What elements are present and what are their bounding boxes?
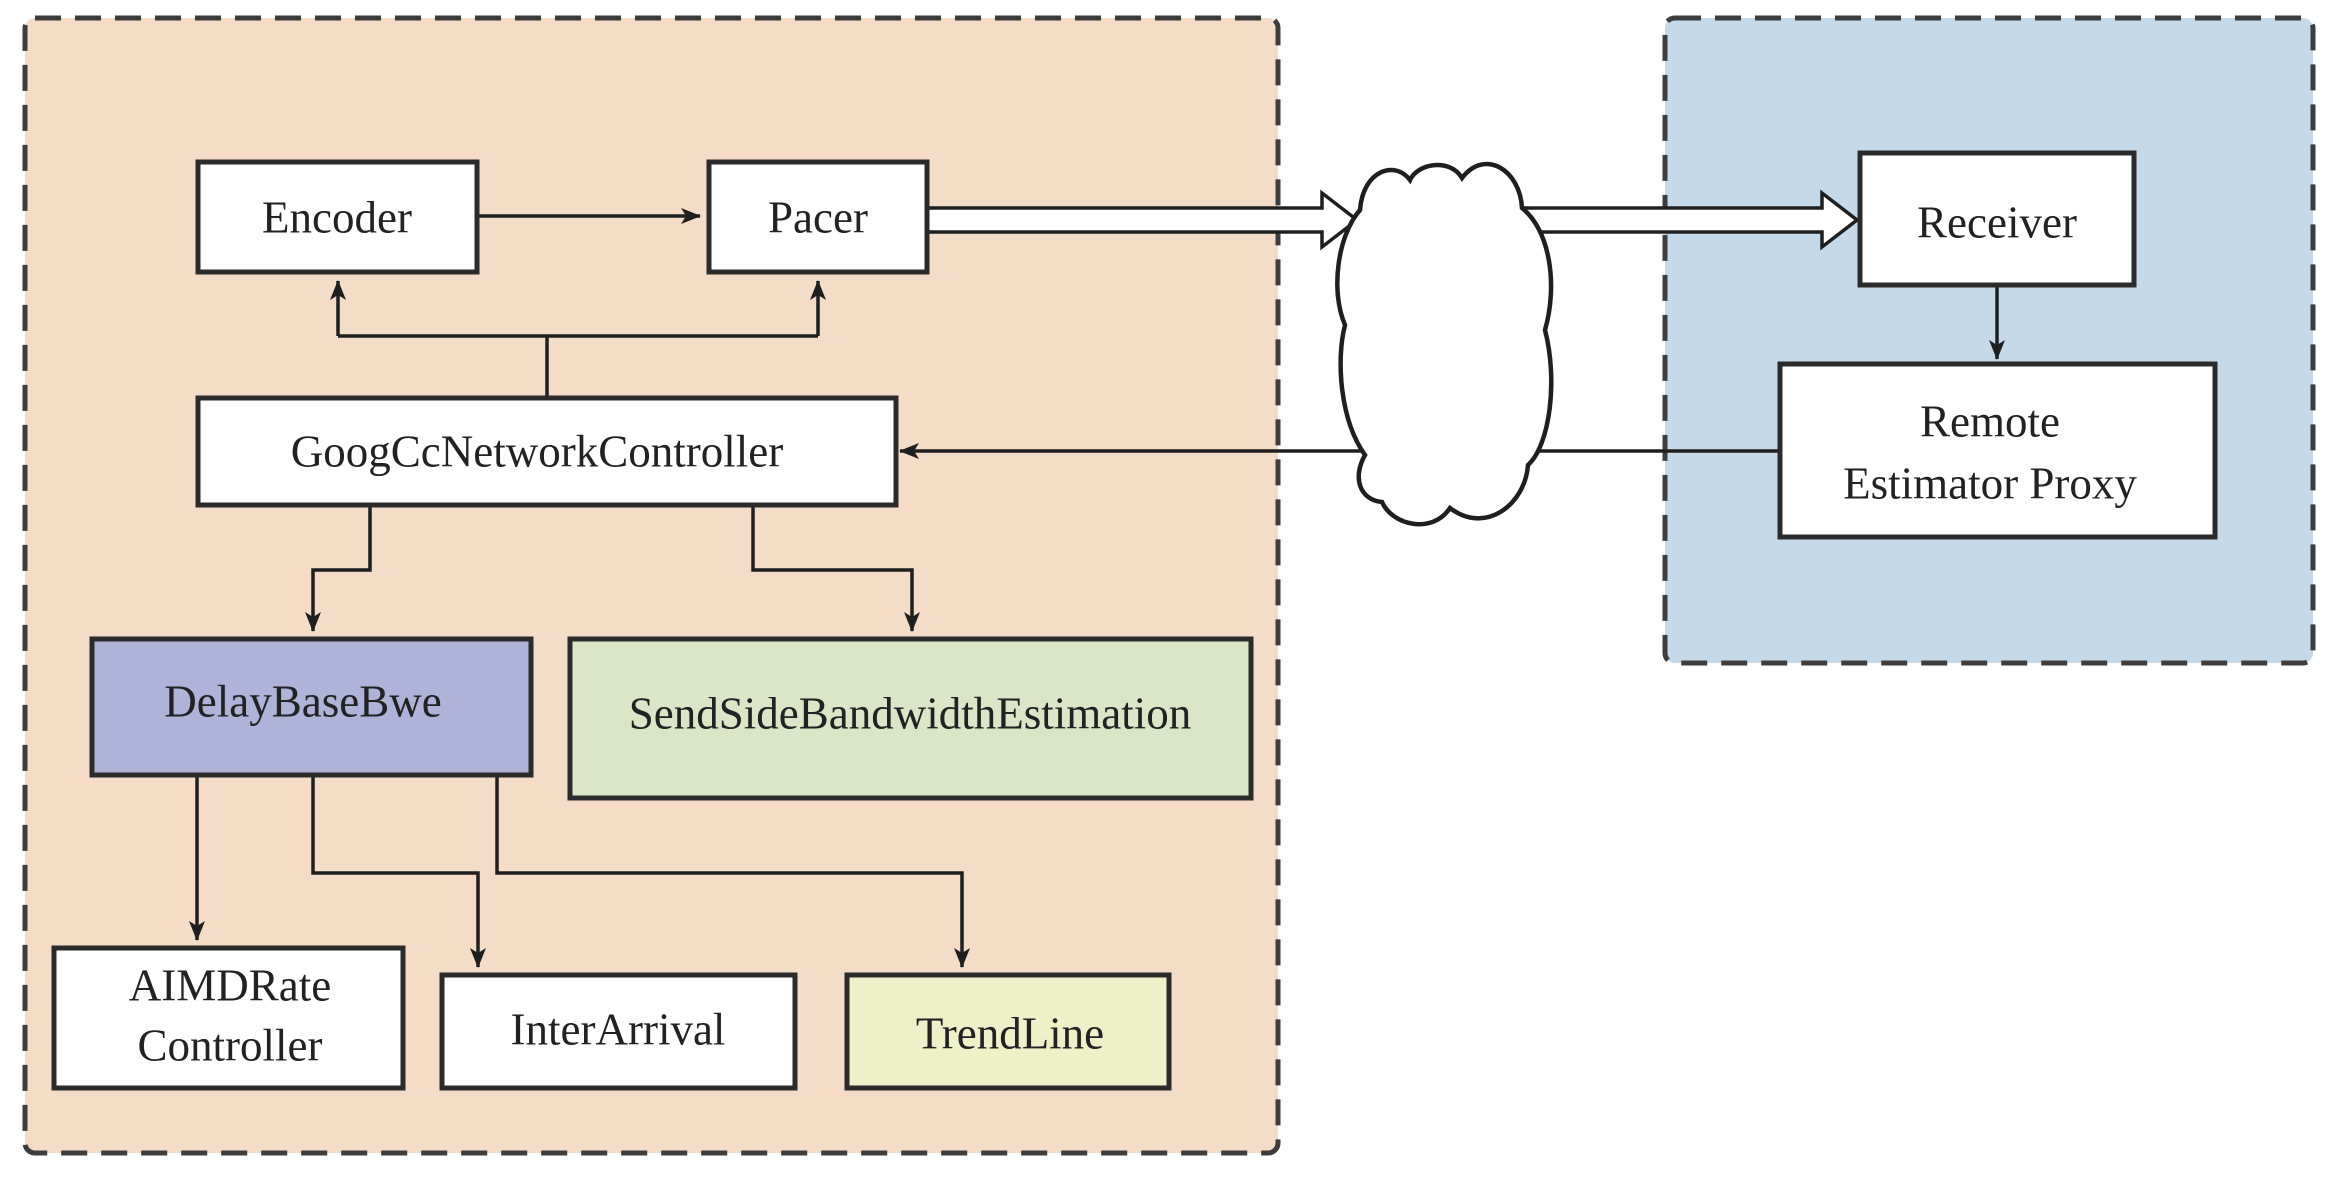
aimd-rate-controller-label-line2: Controller	[138, 1020, 323, 1070]
delay-bwe-to-inter-arrival-arrow	[311, 775, 486, 968]
receiver-region	[1662, 15, 2316, 666]
aimd-rate-controller-node: AIMDRate Controller	[51, 945, 406, 1091]
trend-line-box	[844, 972, 1172, 1091]
trend-line-node: TrendLine	[844, 972, 1172, 1091]
delay-base-bwe-label: DelayBaseBwe	[164, 676, 441, 726]
connectors	[189, 208, 2005, 968]
encoder-label: Encoder	[262, 192, 412, 242]
remote-estimator-proxy-node: Remote Estimator Proxy	[1777, 361, 2218, 540]
pacer-box	[706, 159, 930, 275]
aimd-rate-controller-label-line1: AIMDRate	[129, 960, 331, 1010]
receiver-node: Receiver	[1857, 150, 2137, 288]
remote-estimator-proxy-box	[1777, 361, 2218, 540]
send-side-bandwidth-estimation-label: SendSideBandwidthEstimation	[629, 688, 1191, 738]
remote-estimator-proxy-label-line1: Remote	[1920, 396, 2060, 446]
controller-to-send-side-bwe-arrow	[751, 507, 920, 632]
pacer-to-network-arrow	[925, 189, 1360, 251]
goog-cc-network-controller-box	[195, 395, 899, 508]
delay-base-bwe-node: DelayBaseBwe	[89, 636, 534, 778]
controller-to-encoder-pacer-connector	[338, 334, 818, 398]
receiver-box	[1857, 150, 2137, 288]
cloud-icon	[1335, 161, 1554, 527]
controller-to-delay-bwe-arrow	[305, 507, 372, 632]
trend-line-label: TrendLine	[916, 1008, 1104, 1058]
delay-bwe-to-trend-line-arrow	[495, 775, 970, 968]
inter-arrival-node: InterArrival	[439, 972, 798, 1091]
receiver-label: Receiver	[1917, 197, 2077, 247]
network-to-receiver-arrow	[1520, 189, 1860, 251]
goog-cc-network-controller-label: GoogCcNetworkController	[291, 426, 783, 476]
goog-cc-network-controller-node: GoogCcNetworkController	[195, 395, 899, 508]
pacer-node: Pacer	[706, 159, 930, 275]
send-side-bandwidth-estimation-node: SendSideBandwidthEstimation	[567, 636, 1254, 801]
aimd-rate-controller-box	[51, 945, 406, 1091]
inter-arrival-box	[439, 972, 798, 1091]
encoder-node: Encoder	[195, 159, 480, 275]
delay-base-bwe-box	[89, 636, 534, 778]
send-side-bandwidth-estimation-box	[567, 636, 1254, 801]
inter-arrival-label: InterArrival	[511, 1004, 726, 1054]
pacer-label: Pacer	[768, 192, 868, 242]
encoder-box	[195, 159, 480, 275]
remote-estimator-proxy-label-line2: Estimator Proxy	[1843, 458, 2137, 508]
